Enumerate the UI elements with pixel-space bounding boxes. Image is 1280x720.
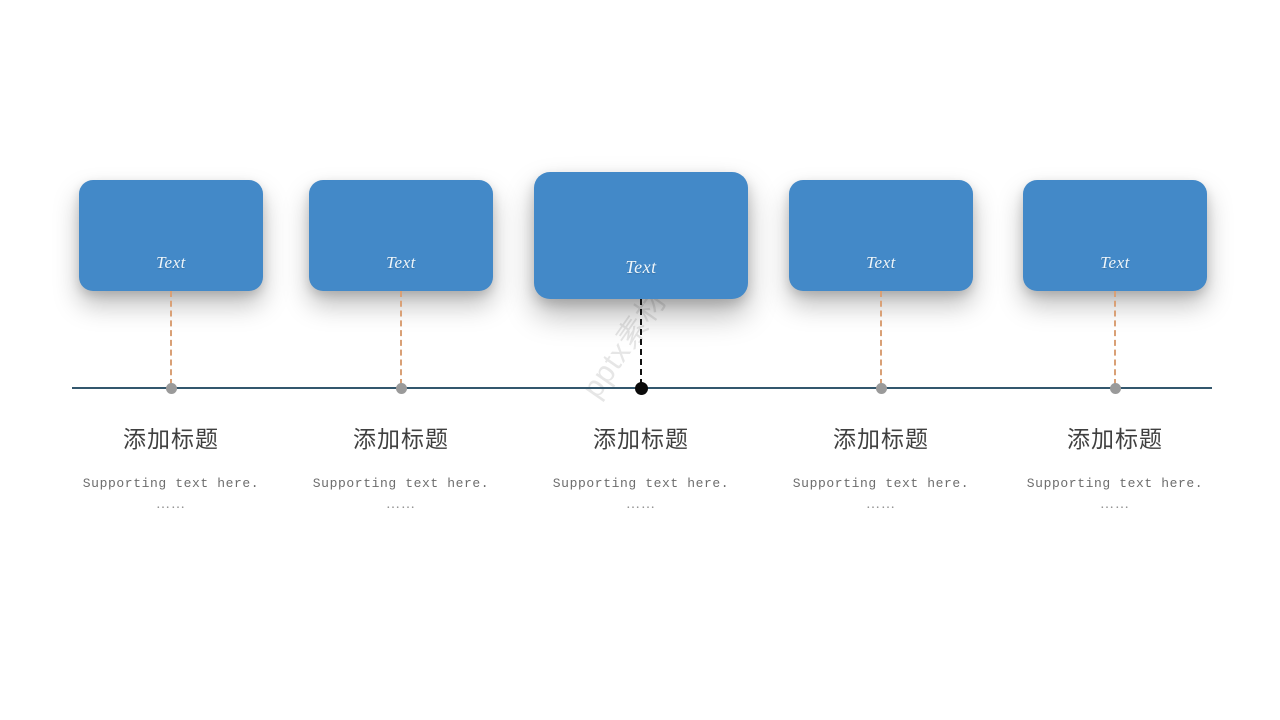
timeline-node-1[interactable] <box>165 383 177 394</box>
timeline-caption-4: 添加标题 Supporting text here. …… <box>761 425 1001 512</box>
caption-subtitle-5: Supporting text here. <box>1026 476 1204 491</box>
timeline-item-2[interactable]: Text 添加标题 Supporting text here. …… <box>281 0 521 720</box>
caption-title-3: 添加标题 <box>593 427 689 452</box>
caption-dots-3: …… <box>626 497 656 512</box>
caption-dots-4: …… <box>866 497 896 512</box>
timeline-card-5[interactable]: Text <box>1023 180 1207 291</box>
caption-title-4: 添加标题 <box>833 427 929 452</box>
timeline-card-3[interactable]: Text <box>534 172 748 299</box>
caption-title-2: 添加标题 <box>353 427 449 452</box>
card-label-5: Text <box>1100 253 1130 272</box>
card-label-4: Text <box>866 253 896 272</box>
timeline-card-2[interactable]: Text <box>309 180 493 291</box>
timeline-connector-5 <box>1114 291 1116 385</box>
caption-title-1: 添加标题 <box>123 427 219 452</box>
timeline-item-5[interactable]: Text 添加标题 Supporting text here. …… <box>995 0 1235 720</box>
card-label-3: Text <box>625 257 657 277</box>
timeline-caption-3: 添加标题 Supporting text here. …… <box>521 425 761 512</box>
timeline-item-4[interactable]: Text 添加标题 Supporting text here. …… <box>761 0 1001 720</box>
timeline-connector-1 <box>170 291 172 385</box>
caption-dots-2: …… <box>386 497 416 512</box>
timeline-caption-2: 添加标题 Supporting text here. …… <box>281 425 521 512</box>
timeline-caption-1: 添加标题 Supporting text here. …… <box>51 425 291 512</box>
caption-subtitle-4: Supporting text here. <box>792 476 970 491</box>
caption-subtitle-1: Supporting text here. <box>82 476 260 491</box>
timeline-connector-2 <box>400 291 402 385</box>
timeline-card-4[interactable]: Text <box>789 180 973 291</box>
timeline-node-2[interactable] <box>395 383 407 394</box>
caption-title-5: 添加标题 <box>1067 427 1163 452</box>
caption-dots-5: …… <box>1100 497 1130 512</box>
caption-dots-1: …… <box>156 497 186 512</box>
caption-subtitle-3: Supporting text here. <box>552 476 730 491</box>
timeline-card-1[interactable]: Text <box>79 180 263 291</box>
card-label-2: Text <box>386 253 416 272</box>
caption-subtitle-2: Supporting text here. <box>312 476 490 491</box>
timeline-node-3[interactable] <box>634 382 648 395</box>
timeline-connector-4 <box>880 291 882 385</box>
timeline-node-5[interactable] <box>1109 383 1121 394</box>
timeline-connector-3 <box>640 299 642 385</box>
card-label-1: Text <box>156 253 186 272</box>
timeline-item-3[interactable]: Text 添加标题 Supporting text here. …… <box>521 0 761 720</box>
timeline-node-4[interactable] <box>875 383 887 394</box>
timeline-caption-5: 添加标题 Supporting text here. …… <box>995 425 1235 512</box>
timeline-item-1[interactable]: Text 添加标题 Supporting text here. …… <box>51 0 291 720</box>
